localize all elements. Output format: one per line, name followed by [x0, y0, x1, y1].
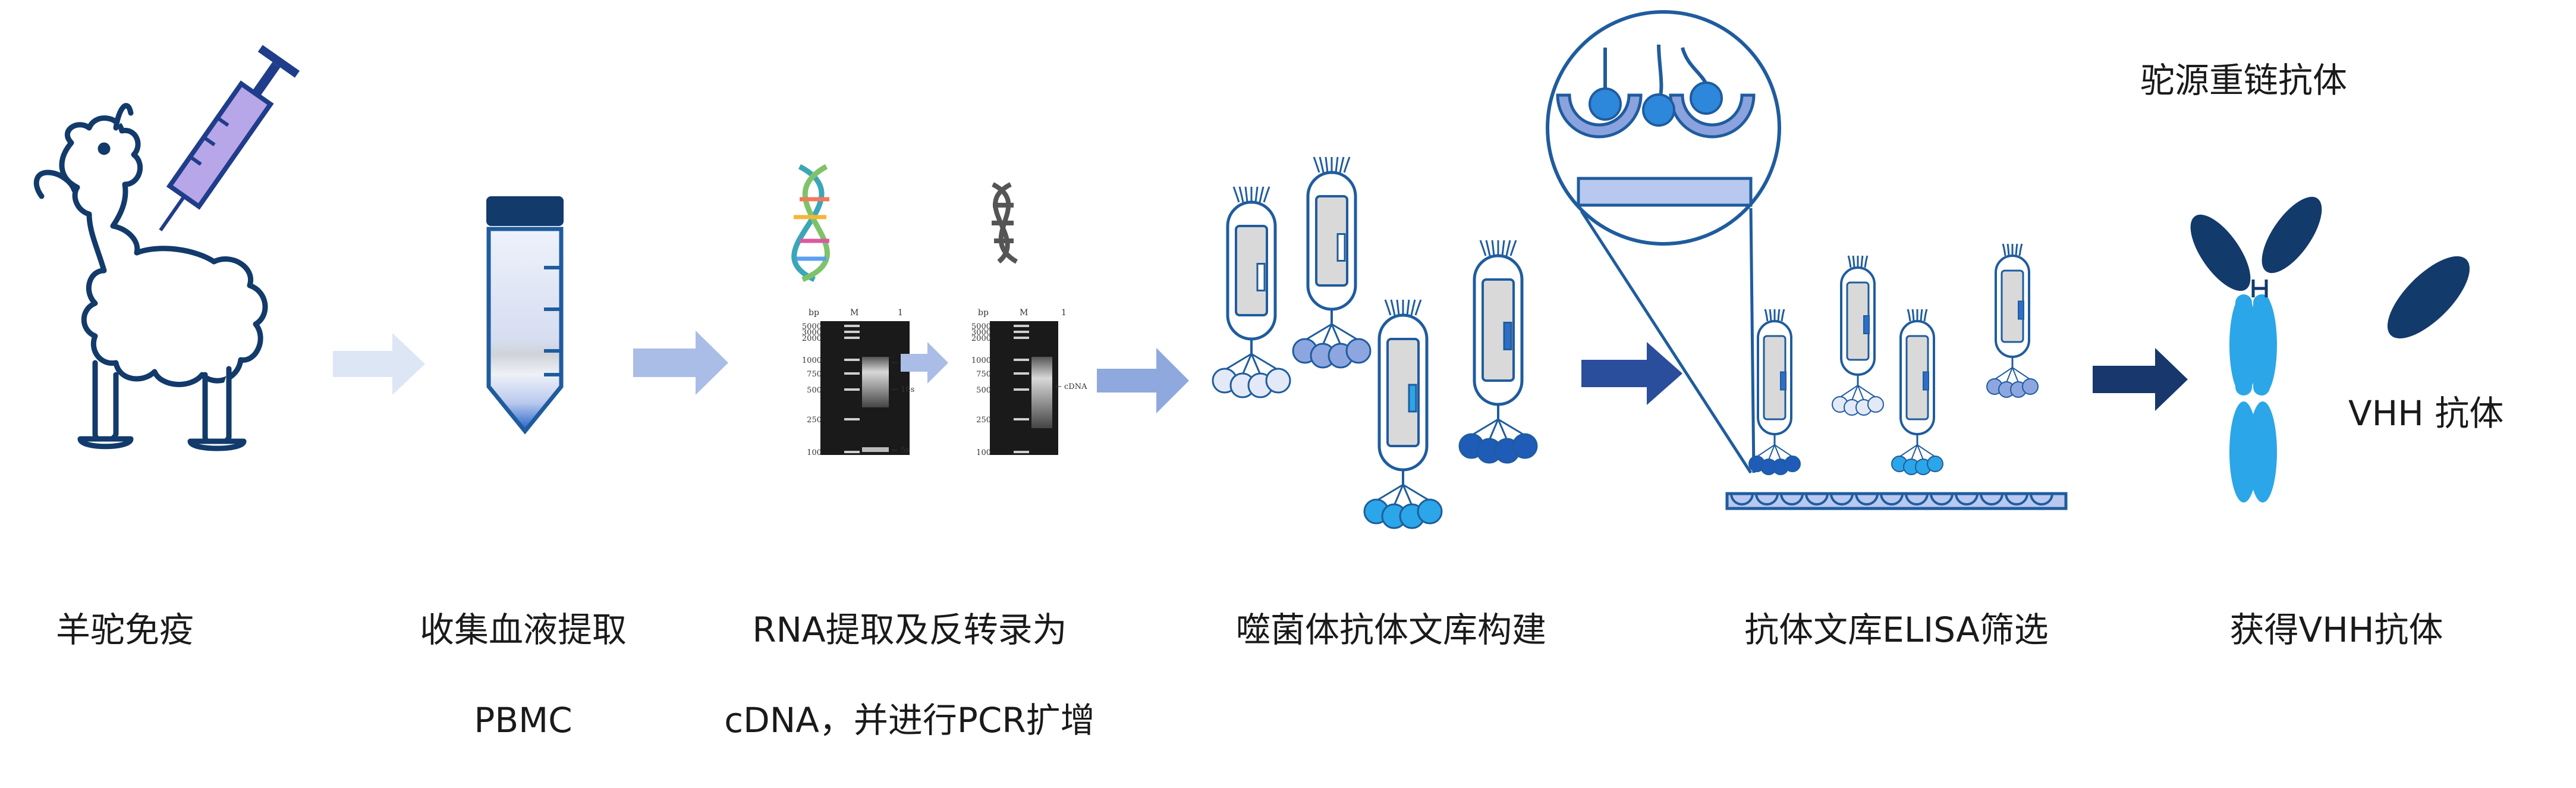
gel-ladder-band: [844, 418, 860, 420]
zoom-inset: [1546, 10, 1781, 474]
gel-ladder-label: 750: [807, 370, 822, 379]
syringe-icon: [159, 45, 300, 232]
gel-header-bp: bp: [809, 308, 819, 318]
plate-well: [1805, 493, 1829, 506]
gel-ladder-label: 250: [976, 416, 991, 425]
plate-well: [1955, 493, 1979, 506]
gel-ladder-band: [1014, 325, 1029, 327]
gel-ladder-label: 100: [807, 448, 822, 457]
arrow-2: [633, 331, 728, 395]
centrifuge-tube-icon: [486, 196, 564, 435]
step-caption-3: RNA提取及反转录为 cDNA，并进行PCR扩增: [724, 610, 1095, 740]
gel-ladder-band: [1014, 359, 1029, 361]
plate-well: [1905, 493, 1929, 506]
arrow-5: [1581, 342, 1682, 405]
gel-ladder-label: 1000: [802, 356, 822, 365]
elisa-plate: [1725, 492, 2068, 510]
alpaca-icon: [33, 103, 268, 451]
plate-well: [1830, 493, 1854, 506]
gel-ladder-label: 5000: [802, 322, 822, 331]
plate-well: [1755, 493, 1779, 506]
gel-ladder-label: 3000: [802, 328, 822, 337]
gel-ladder-band: [844, 325, 860, 327]
gel-ladder-band: [844, 372, 860, 375]
vhh-antibody-label: VHH 抗体: [2348, 393, 2504, 434]
gel-ladder-label: 500: [976, 386, 991, 395]
gel-ladder-label: 500: [807, 386, 822, 395]
gel-ladder-band: [1014, 372, 1029, 375]
bound-phage: [1832, 255, 1884, 416]
plate-well: [2005, 493, 2028, 506]
gel-ladder-band: [1014, 331, 1029, 333]
bound-phage: [1986, 243, 2039, 398]
gel-band-label: ← cDNA: [1055, 382, 1087, 391]
phage: [1212, 186, 1291, 398]
gel-ladder-label: 2000: [971, 334, 991, 343]
phage: [1458, 240, 1538, 464]
step-caption-4: 噬菌体抗体文库构建: [1235, 610, 1546, 650]
gel-ladder-band: [1014, 451, 1029, 453]
gel-header-lane: 1: [1061, 308, 1067, 318]
gel-ladder-band: [1014, 388, 1029, 391]
gel-header-m: M: [1020, 308, 1028, 318]
gel-ladder-band: [844, 359, 860, 361]
bound-phage: [1748, 309, 1801, 475]
gel-ladder-label: 750: [976, 370, 991, 379]
plate-well: [1780, 493, 1804, 506]
gel-ladder-band: [844, 337, 860, 339]
heavy-chain-antibody-icon: [2190, 196, 2322, 503]
gel-header-bp: bp: [978, 308, 989, 318]
vhh-antibody-icon: [2387, 256, 2470, 339]
bound-phage: [1891, 309, 1943, 475]
dna-helix-icon: [791, 164, 830, 282]
phage: [1292, 156, 1372, 369]
gel-ladder-label: 1000: [971, 356, 991, 365]
plate-well: [2030, 493, 2053, 506]
arrow-3: [901, 342, 948, 384]
plate-well: [1980, 493, 2003, 506]
gel-ladder-label: 3000: [971, 328, 991, 337]
dna-helix-small-icon: [992, 182, 1018, 264]
arrow-1: [333, 333, 425, 395]
gel-ladder-label: 5000: [971, 322, 991, 331]
gel-header-lane: 1: [898, 308, 903, 318]
gel-ladder-band: [844, 331, 860, 333]
arrow-4: [1097, 348, 1189, 413]
step-caption-1: 羊驼免疫: [55, 610, 194, 650]
gel-ladder-band: [844, 388, 860, 391]
step-caption-2: 收集血液提取 PBMC: [419, 610, 627, 740]
heavy-chain-antibody-label: 驼源重链抗体: [2140, 60, 2348, 101]
step-caption-5: 抗体文库ELISA筛选: [1744, 610, 2049, 650]
gel-header-m: M: [850, 308, 858, 318]
gel-band-label: ← 18s: [892, 385, 914, 394]
gel-ladder-label: 100: [976, 448, 991, 457]
phage: [1363, 299, 1443, 529]
gel-band-label: ← 5s: [892, 446, 910, 455]
gel-ladder-label: 2000: [802, 334, 822, 343]
step-caption-6: 获得VHH抗体: [2229, 610, 2443, 650]
plate-well: [1855, 493, 1879, 506]
phage-library: [1212, 156, 1538, 529]
gel-ladder-band: [1014, 418, 1029, 420]
gel-ladder-band: [1014, 337, 1029, 339]
plate-well: [1930, 493, 1954, 506]
plate-well: [1730, 493, 1754, 506]
elisa-phages: [1748, 243, 2039, 475]
arrow-6: [2093, 348, 2188, 411]
gel-ladder-band: [844, 451, 860, 453]
gel-ladder-label: 250: [807, 416, 822, 425]
plate-well: [1880, 493, 1904, 506]
